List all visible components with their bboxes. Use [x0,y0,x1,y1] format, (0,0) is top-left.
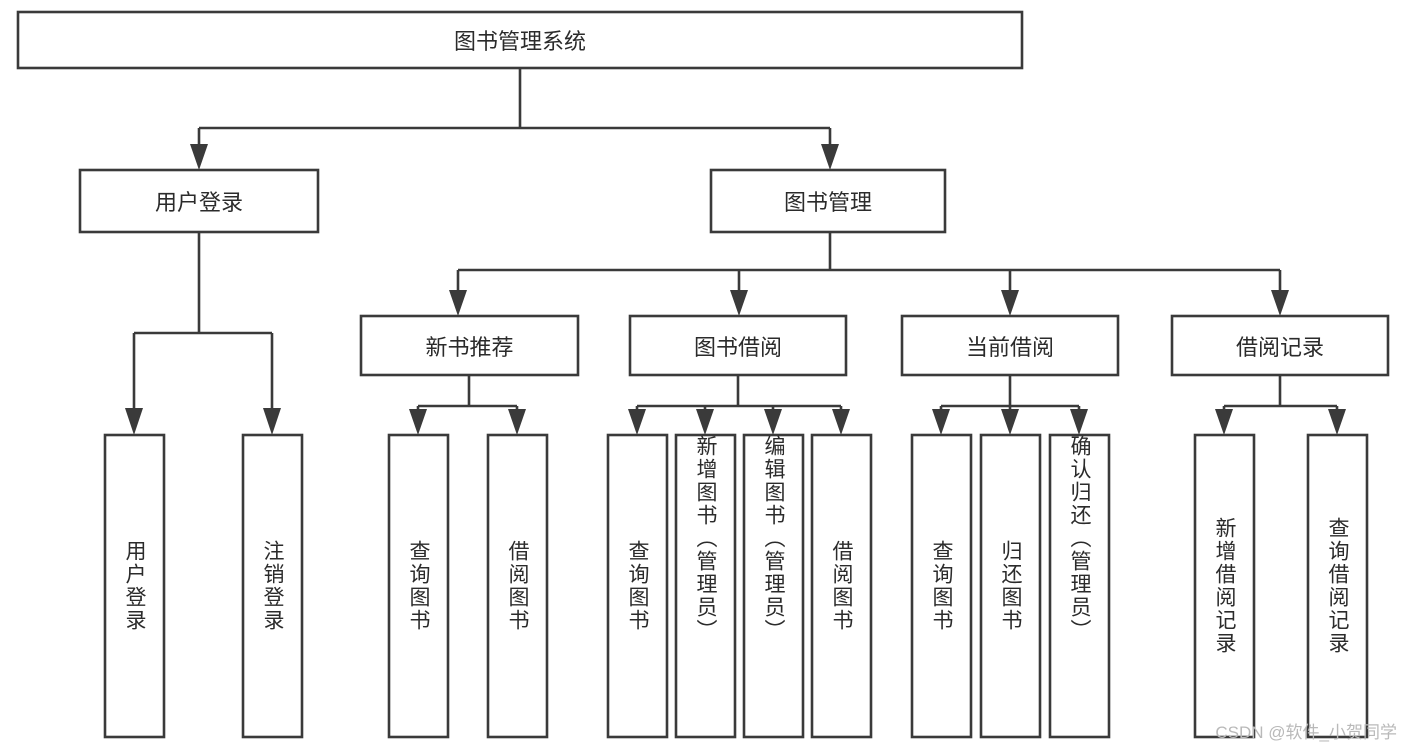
connector-root-to-level1 [190,68,839,170]
node-new-book-recommend[interactable] [359,314,580,377]
arrow-head-icon [449,290,467,316]
arrow-head-icon [1001,290,1019,316]
node-root[interactable] [16,10,1024,70]
arrow-head-icon [190,144,208,170]
arrow-head-icon [508,409,526,435]
node-book-management[interactable] [709,168,947,234]
arrow-head-icon [696,409,714,435]
node-user-login[interactable] [78,168,320,234]
leaf-record-1[interactable] [1306,433,1369,739]
leaf-new-book-0[interactable] [387,433,450,739]
leaf-borrow-3[interactable] [810,433,873,739]
arrow-head-icon [628,409,646,435]
connector-userlogin-to-leaves [125,232,281,435]
connector-record-to-leaves [1215,375,1346,435]
arrow-head-icon [409,409,427,435]
node-current-borrow[interactable] [900,314,1120,377]
connector-borrow-to-leaves [628,375,850,435]
arrow-head-icon [764,409,782,435]
leaf-user-login-0[interactable] [103,433,166,739]
leaf-current-0[interactable] [910,433,973,739]
node-borrow-record[interactable] [1170,314,1390,377]
leaf-borrow-0[interactable] [606,433,669,739]
leaf-user-login-1[interactable] [241,433,304,739]
arrow-head-icon [1271,290,1289,316]
node-book-borrow[interactable] [628,314,848,377]
arrow-head-icon [821,144,839,170]
leaf-record-0[interactable] [1193,433,1256,739]
arrow-head-icon [832,409,850,435]
arrow-head-icon [1070,409,1088,435]
leaf-new-book-1[interactable] [486,433,549,739]
connector-current-to-leaves [932,375,1088,435]
arrow-head-icon [730,290,748,316]
arrow-head-icon [1328,409,1346,435]
arrow-head-icon [1215,409,1233,435]
leaf-current-2[interactable] [1048,433,1111,739]
connector-newbook-to-leaves [409,375,526,435]
arrow-head-icon [125,408,143,435]
leaf-current-1[interactable] [979,433,1042,739]
leaf-borrow-1[interactable] [674,433,737,739]
connector-bookmgmt-to-level2 [449,232,1289,316]
arrow-head-icon [932,409,950,435]
arrow-head-icon [1001,409,1019,435]
arrow-head-icon [263,408,281,435]
leaf-borrow-2[interactable] [742,433,805,739]
